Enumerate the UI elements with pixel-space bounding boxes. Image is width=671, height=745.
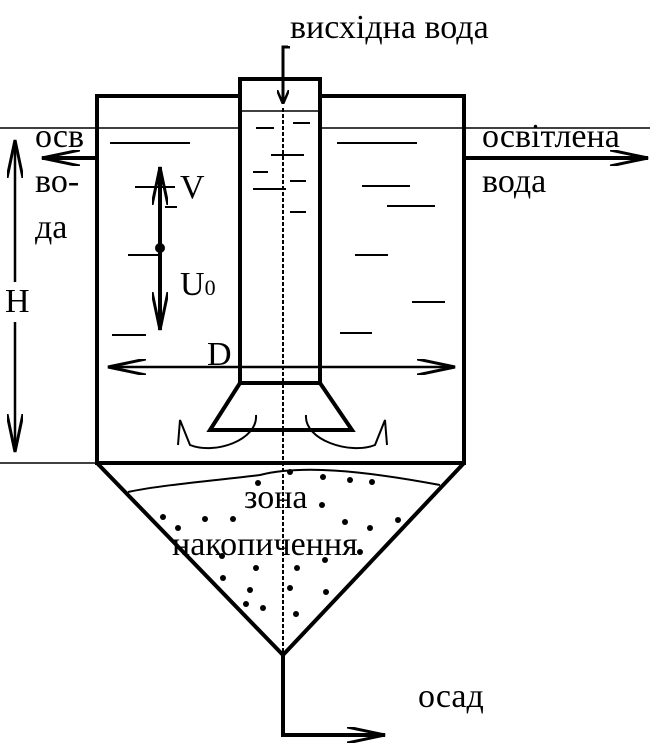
flow-curves [177,414,388,450]
clarified-right-label-2: вода [482,163,546,200]
sludge-surface [127,468,441,493]
clarified-left-label-1: осв [35,118,84,155]
velocity-label: V [180,169,205,206]
zone-label-1: зона [244,479,308,516]
clarified-left-label-2: во- [35,163,79,200]
clarified-left-label-3: да [35,209,67,246]
sludge-label: осад [418,678,484,715]
settling-velocity-label: U0 [180,266,216,303]
height-label: H [5,283,30,320]
diameter-label: D [207,336,232,373]
inflow-arrow [283,45,290,103]
zone-label-2: накопичення [172,526,358,563]
inflow-label: висхідна вода [290,9,489,46]
clarified-right-label-1: освітлена [482,118,620,155]
sludge-particles [160,469,401,617]
particle-dot [155,243,165,253]
central-tube [238,77,322,385]
sludge-outlet-arrow [281,655,385,735]
funnel-reflector [206,381,356,432]
